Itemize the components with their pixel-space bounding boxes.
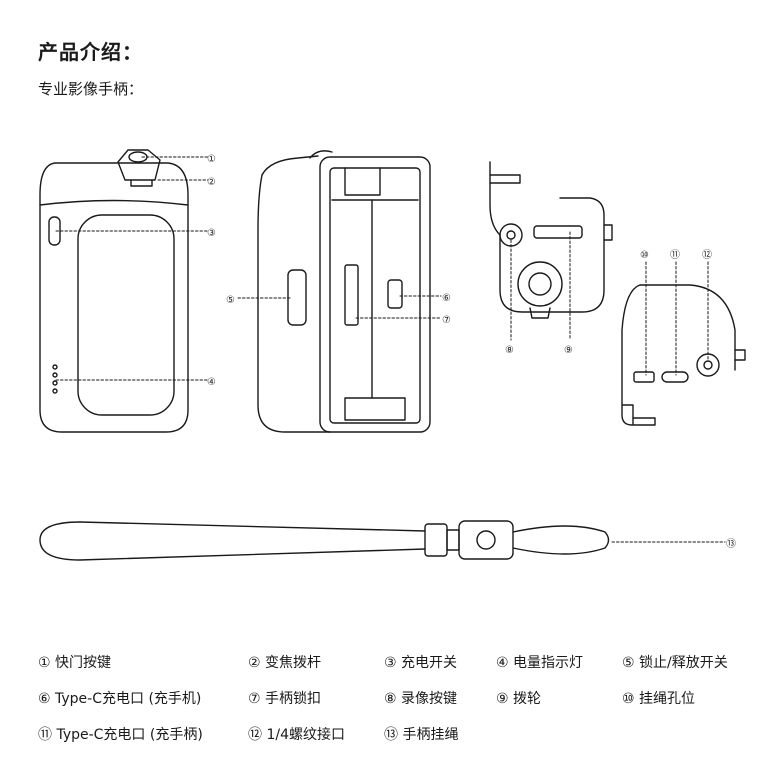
callout-10: ⑩ — [640, 250, 649, 261]
grip-bottom-view — [621, 284, 746, 426]
callout-6: ⑥ — [442, 293, 451, 304]
callout-7: ⑦ — [442, 315, 451, 326]
lanyard-drawing — [39, 520, 610, 561]
grip-front-view — [39, 149, 189, 433]
legend-item: ⑥ Type-C充电口 (充手机) — [38, 691, 202, 707]
legend-item: ⑧ 录像按键 — [384, 691, 458, 707]
callout-11: ⑪ — [670, 249, 680, 261]
legend-item: ⑤ 锁止/释放开关 — [622, 655, 728, 671]
legend-item: ⑬ 手柄挂绳 — [384, 727, 459, 743]
legend-item: ⑦ 手柄锁扣 — [248, 691, 322, 707]
callout-9: ⑨ — [564, 345, 573, 356]
callout-2: ② — [207, 177, 216, 188]
callout-5: ⑤ — [226, 295, 235, 306]
grip-top-view — [489, 161, 613, 319]
legend-item: ⑩ 挂绳孔位 — [622, 691, 696, 707]
legend-item: ⑪ Type-C充电口 (充手柄) — [38, 727, 203, 743]
legend-item: ⑫ 1/4螺纹接口 — [248, 727, 345, 743]
callout-13: ⑬ — [726, 538, 736, 550]
legend-item: ④ 电量指示灯 — [496, 655, 584, 671]
callout-3: ③ — [207, 228, 216, 239]
callout-4: ④ — [207, 377, 216, 388]
legend-item: ② 变焦拨杆 — [248, 655, 322, 671]
page-title: 产品介绍： — [38, 40, 143, 64]
legend-item: ③ 充电开关 — [384, 655, 458, 671]
page-subtitle: 专业影像手柄： — [38, 80, 144, 98]
callout-1: ① — [207, 154, 216, 165]
legend-item: ⑨ 拨轮 — [496, 691, 542, 707]
callout-8: ⑧ — [505, 345, 514, 356]
callout-12: ⑫ — [702, 249, 712, 261]
legend-item: ① 快门按键 — [38, 655, 112, 671]
